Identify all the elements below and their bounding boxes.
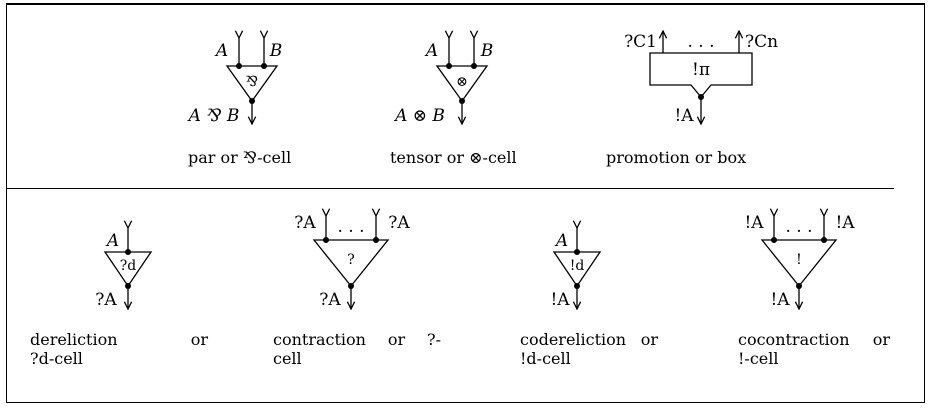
par-symbol: ⅋ — [246, 74, 258, 90]
cocontraction-port-out — [796, 283, 802, 289]
tensor-cell: A B ⊗ A ⊗ B — [393, 38, 493, 126]
par-in-left-label: A — [214, 41, 228, 61]
par-port-out — [249, 98, 255, 104]
contraction-triangle — [312, 239, 390, 288]
cocontraction-symbol: ! — [796, 252, 802, 268]
cocontraction-in-left-label: !A — [744, 213, 764, 233]
dereliction-out-label: ?A — [95, 290, 117, 310]
tensor-triangle — [435, 65, 489, 103]
codereliction-out-label: !A — [550, 290, 570, 310]
promotion-port-out — [698, 94, 704, 100]
cocontraction-caption-line1: cocontraction or — [738, 330, 890, 349]
dereliction-caption-line2: ?d-cell — [30, 349, 83, 368]
par-port-left — [236, 63, 242, 69]
promotion-box — [649, 52, 753, 99]
cocontraction-triangle — [760, 239, 838, 288]
codereliction-cell: A !d !A — [550, 228, 602, 310]
tensor-port-out — [459, 98, 465, 104]
par-cell: A B ⅋ A ⅋ B — [187, 38, 283, 126]
cocontraction-caption: cocontraction or !-cell — [738, 330, 890, 368]
codereliction-caption: codereliction or !d-cell — [520, 330, 658, 368]
tensor-in-right-label: B — [480, 41, 494, 61]
contraction-caption-line1: contraction or ?- — [273, 330, 441, 349]
contraction-port-out — [348, 283, 354, 289]
promotion-out-label: !A — [674, 106, 694, 126]
promotion-caption: promotion or box — [606, 148, 747, 167]
dereliction-caption-line1: dereliction or — [30, 330, 208, 349]
top-rule — [7, 4, 924, 5]
codereliction-port-out — [574, 283, 580, 289]
figure-frame — [6, 3, 925, 403]
codereliction-caption-line1: codereliction or — [520, 330, 658, 349]
contraction-in-right-label: ?A — [388, 213, 410, 233]
promotion-aux-right-label: ?Cn — [745, 32, 778, 52]
codereliction-caption-line2: !d-cell — [520, 349, 571, 368]
tensor-port-right — [471, 63, 477, 69]
par-out-label: A ⅋ B — [187, 106, 240, 126]
contraction-port-right — [373, 237, 379, 243]
promotion-dots: . . . — [687, 32, 714, 52]
promotion-symbol: !π — [692, 60, 710, 80]
par-triangle — [225, 65, 279, 103]
dereliction-in-label: A — [105, 231, 119, 251]
promotion-cell: ?C1 . . . ?Cn !π !A — [624, 31, 778, 126]
contraction-symbol: ? — [347, 252, 355, 268]
contraction-dots: . . . — [337, 217, 364, 237]
promotion-aux-left-label: ?C1 — [624, 32, 657, 52]
cocontraction-caption-line2: !-cell — [738, 349, 779, 368]
cocontraction-dots: . . . — [785, 217, 812, 237]
dereliction-port-in — [125, 249, 131, 255]
dereliction-cell: A ?d ?A — [95, 228, 153, 310]
contraction-caption-line2: cell — [273, 349, 302, 368]
codereliction-in-label: A — [554, 231, 568, 251]
dereliction-port-out — [125, 283, 131, 289]
cocontraction-port-right — [821, 237, 827, 243]
contraction-cell: ?A . . . ?A ? ?A — [294, 213, 410, 310]
par-in-right-label: B — [269, 41, 283, 61]
codereliction-port-in — [574, 249, 580, 255]
tensor-port-left — [446, 63, 452, 69]
contraction-caption: contraction or ?- cell — [273, 330, 441, 368]
cocontraction-cell: !A . . . !A ! !A — [744, 213, 855, 310]
par-port-right — [261, 63, 267, 69]
tensor-in-left-label: A — [424, 41, 438, 61]
contraction-out-label: ?A — [319, 290, 341, 310]
contraction-port-left — [323, 237, 329, 243]
cocontraction-in-right-label: !A — [835, 213, 855, 233]
cocontraction-out-label: !A — [770, 290, 790, 310]
par-caption: par or ⅋-cell — [188, 148, 292, 167]
tensor-out-label: A ⊗ B — [393, 106, 445, 126]
row-divider — [7, 188, 894, 189]
contraction-in-left-label: ?A — [294, 213, 316, 233]
cocontraction-port-left — [771, 237, 777, 243]
tensor-symbol: ⊗ — [456, 74, 468, 90]
codereliction-symbol: !d — [570, 258, 585, 274]
dereliction-caption: dereliction or ?d-cell — [30, 330, 208, 368]
tensor-caption: tensor or ⊗-cell — [390, 148, 517, 167]
dereliction-symbol: ?d — [120, 258, 137, 274]
